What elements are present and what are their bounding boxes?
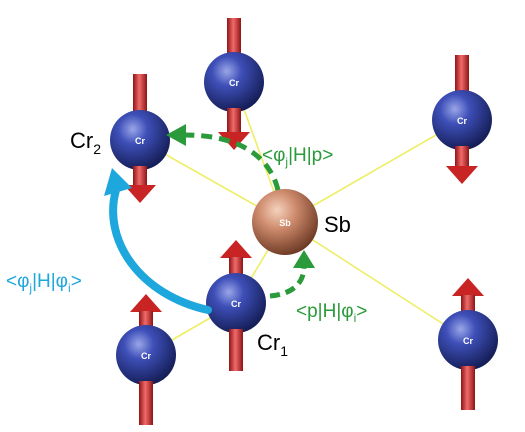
svg-text:<p|H|φi>: <p|H|φi> (296, 301, 367, 325)
cr-label: Cr (463, 336, 473, 346)
cr-label: Cr (231, 299, 241, 309)
hop-cr1-to-sb-arrow (269, 250, 315, 299)
svg-text:<φj|H|p>: <φj|H|p> (262, 145, 333, 169)
direct-hopping-arrow (104, 168, 212, 314)
cr-label: Cr (229, 78, 239, 88)
cr-atom-top: Cr (204, 18, 264, 150)
hop-sb-to-cr2-label: <φj|H|p> (262, 145, 333, 169)
cr2-atom: Cr (110, 74, 170, 203)
cr-label: Cr (135, 136, 145, 146)
cr1-site-label: Cr1 (257, 330, 288, 359)
cr-label: Cr (141, 351, 151, 361)
cr-atom-right-bottom: Cr (438, 278, 498, 410)
bond-sb-cr-right-bottom (284, 221, 469, 341)
svg-text:Cr2: Cr2 (70, 128, 101, 157)
svg-text:<φj|H|φi>: <φj|H|φi> (6, 271, 82, 295)
sb-atom-label: Sb (279, 218, 291, 228)
sb-site-label: Sb (324, 212, 351, 237)
cr1-atom: Cr (206, 240, 266, 371)
svg-text:Cr1: Cr1 (257, 330, 288, 359)
hop-cr1-to-sb-label: <p|H|φi> (296, 301, 367, 325)
cr-label: Cr (457, 116, 467, 126)
bond-sb-cr-right-top (284, 119, 463, 223)
cr2-site-label: Cr2 (70, 128, 101, 157)
hop-sb-to-cr2-arrow (166, 124, 281, 191)
direct-hopping-label: <φj|H|φi> (6, 271, 82, 295)
cr-atom-right-top: Cr (432, 55, 492, 184)
cr-atom-left-bottom: Cr (116, 294, 176, 425)
sb-atom: Sb (252, 189, 318, 255)
